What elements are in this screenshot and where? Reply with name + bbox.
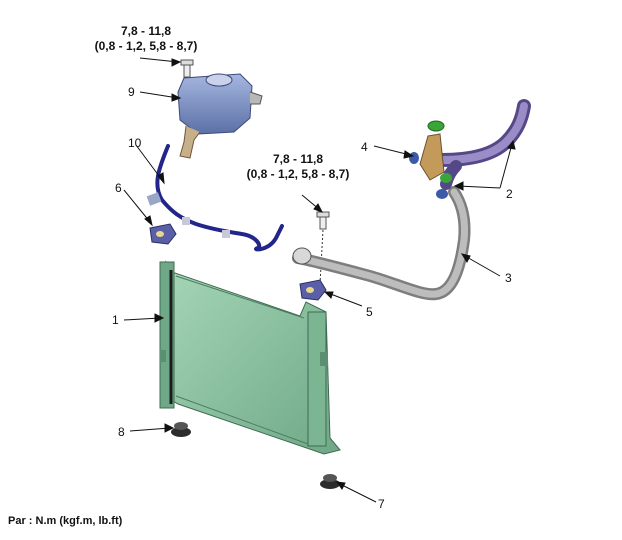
lower-radiator-hose	[292, 186, 471, 301]
lower-mount-insulator-left	[171, 422, 191, 437]
reservoir-tank	[177, 73, 263, 159]
radiator-core	[159, 260, 341, 455]
callout-3: 3	[505, 271, 512, 285]
torque-spec-reservoir-line1: 7,8 - 11,8	[120, 24, 172, 38]
torque-spec-bracket-bolt: 7,8 - 11,8 (0,8 - 1,2, 5,8 - 8,7)	[230, 152, 366, 182]
callout-8: 8	[118, 425, 125, 439]
torque-spec-bracket-line1: 7,8 - 11,8	[272, 152, 324, 166]
leader-lines	[123, 57, 516, 503]
callout-4: 4	[361, 140, 368, 154]
callout-6: 6	[115, 181, 122, 195]
coolant-fitting	[409, 120, 452, 183]
overflow-hose	[146, 144, 284, 252]
callout-10: 10	[128, 136, 142, 150]
callout-2: 2	[506, 187, 513, 201]
upper-bracket-left	[149, 223, 177, 245]
torque-spec-reservoir-bolt: 7,8 - 11,8 (0,8 - 1,2, 5,8 - 8,7)	[78, 24, 214, 54]
callout-9: 9	[128, 85, 135, 99]
upper-radiator-hoses	[435, 99, 531, 199]
torque-unit-legend: Par : N.m (kgf.m, lb.ft)	[8, 515, 123, 527]
reservoir-bolt	[180, 59, 194, 78]
lower-mount-insulator-right	[320, 474, 340, 489]
callout-1: 1	[112, 313, 119, 327]
callout-5: 5	[366, 305, 373, 319]
torque-spec-reservoir-line2: (0,8 - 1,2, 5,8 - 8,7)	[94, 39, 198, 53]
callout-7: 7	[378, 497, 385, 511]
upper-bracket-right	[299, 279, 327, 301]
torque-spec-bracket-line2: (0,8 - 1,2, 5,8 - 8,7)	[246, 167, 350, 181]
bracket-bolt	[316, 211, 330, 285]
